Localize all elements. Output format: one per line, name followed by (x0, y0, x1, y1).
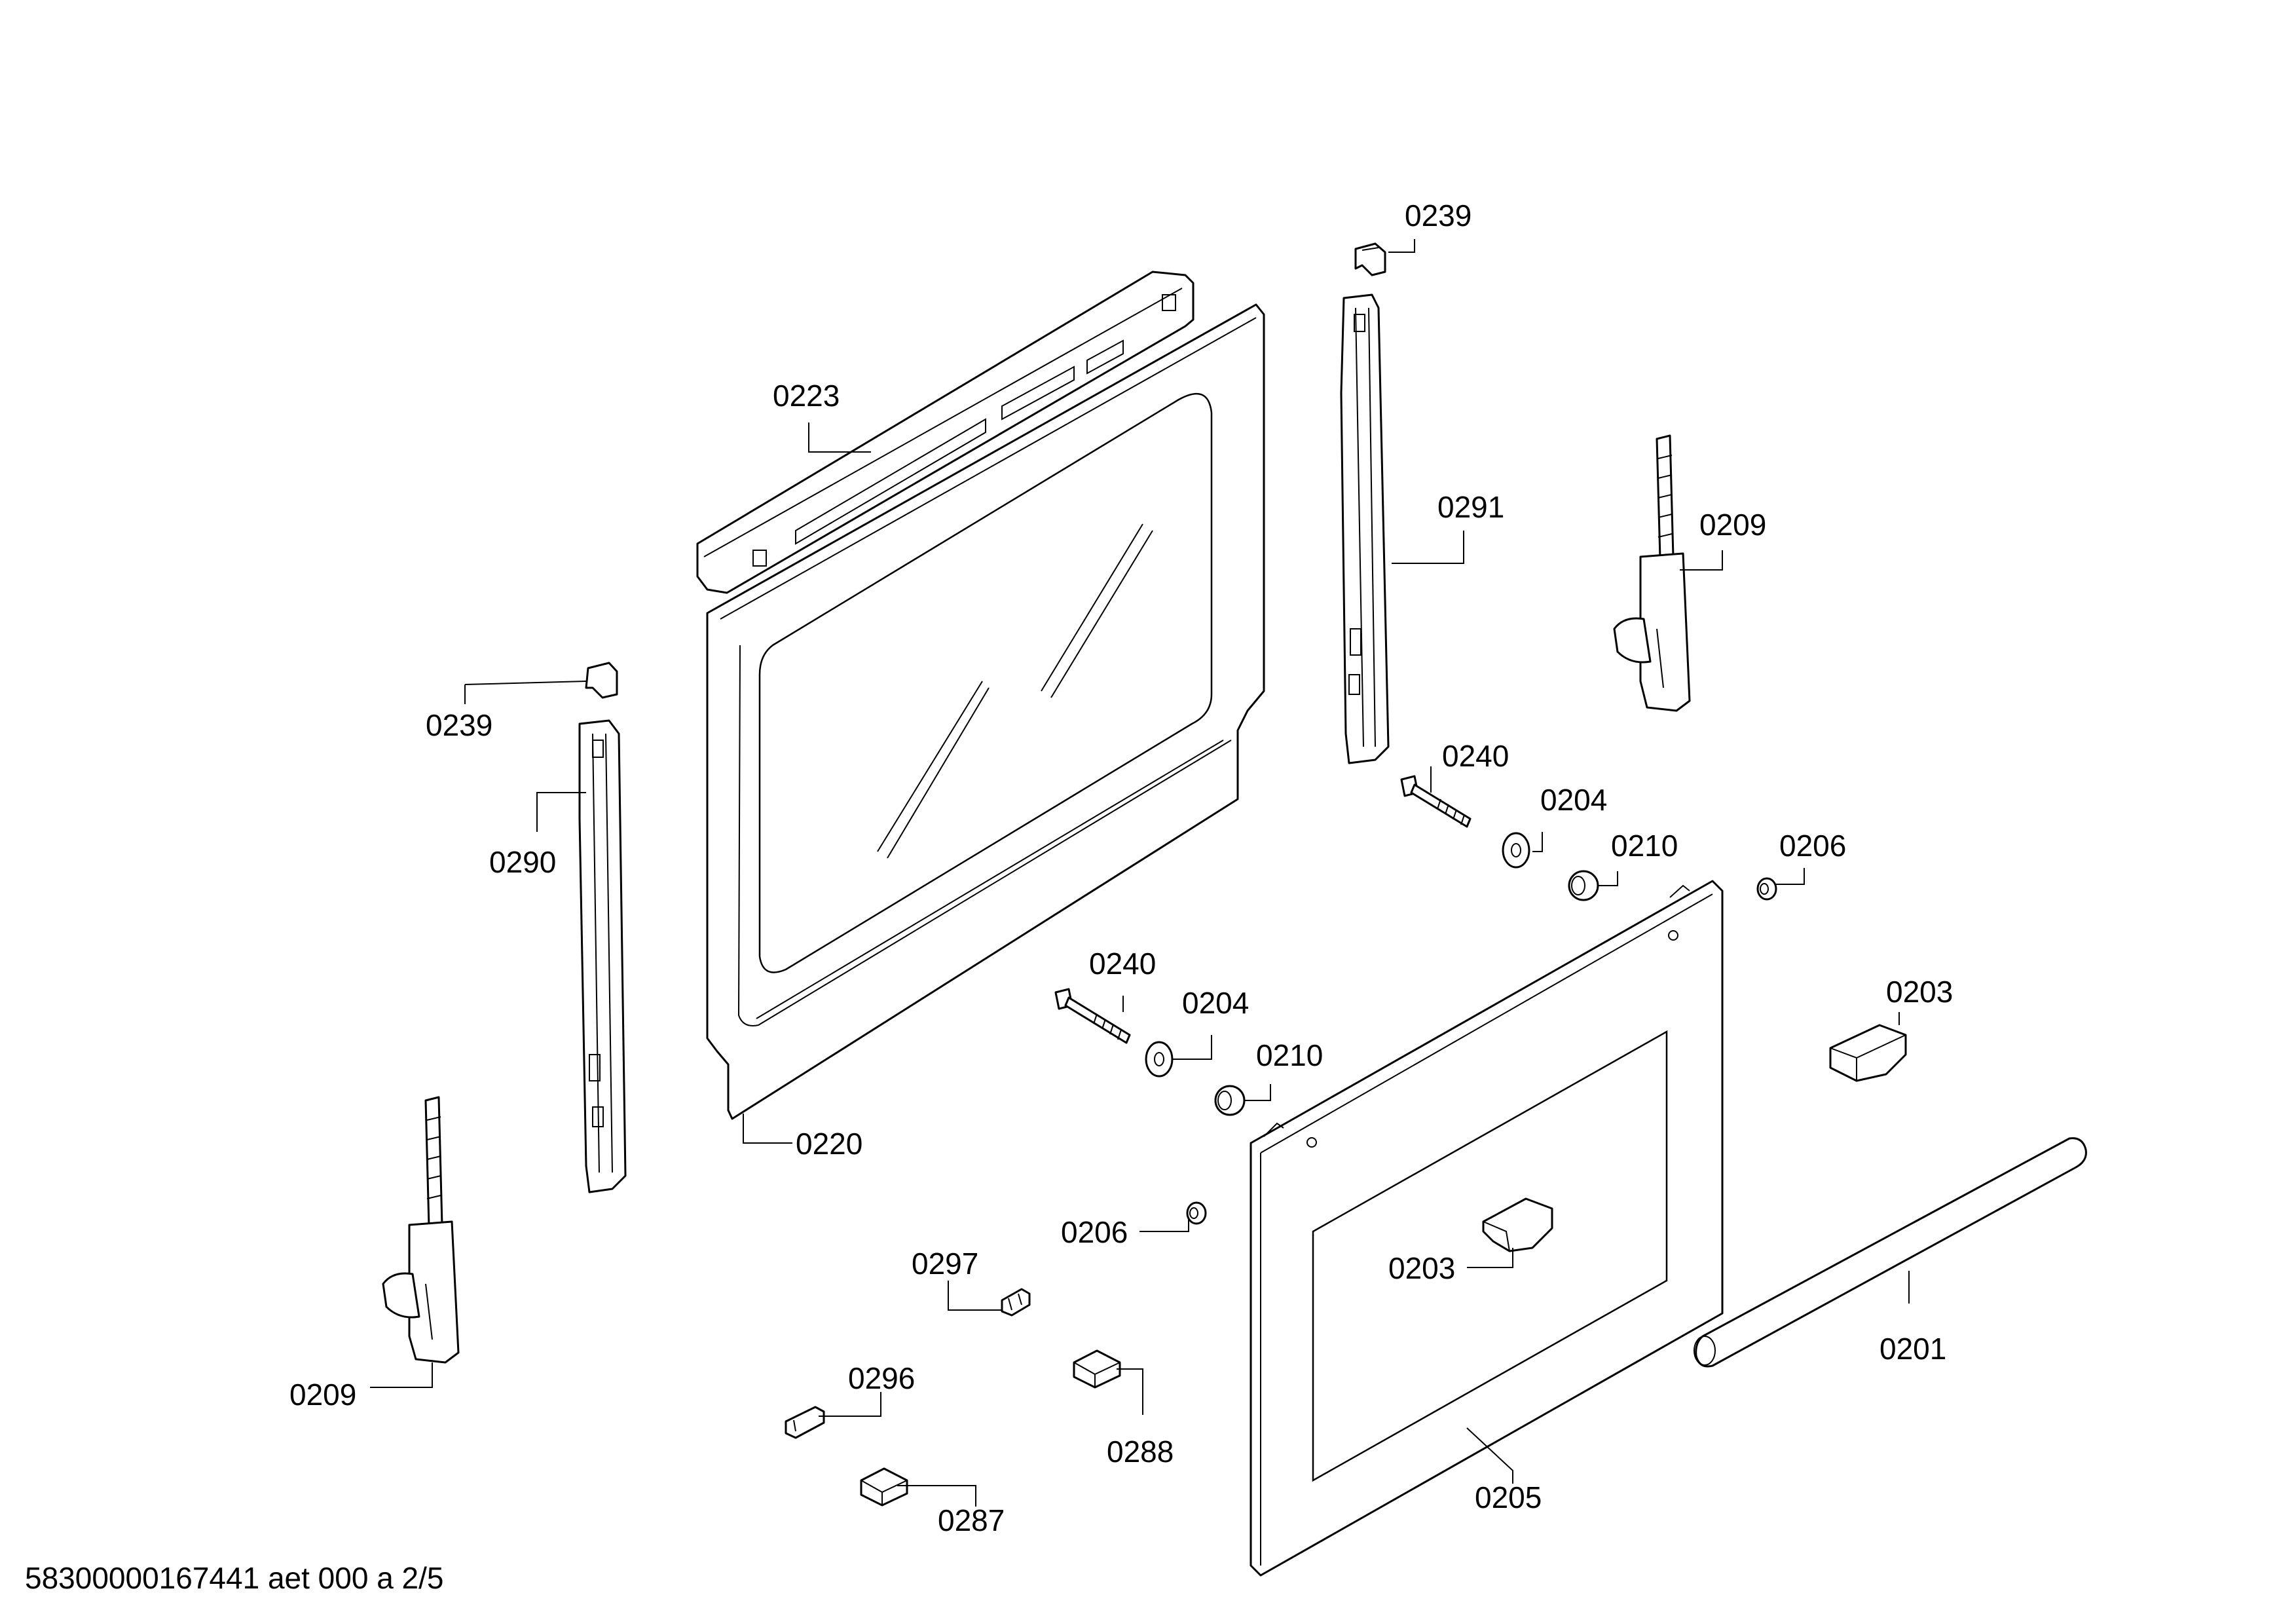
side-rail-0291 (1340, 293, 1390, 764)
screw-0240-right (1400, 775, 1472, 828)
clip-0296 (785, 1406, 825, 1439)
label-0210-mid: 0210 (1256, 1038, 1323, 1072)
label-0290: 0290 (489, 845, 556, 879)
label-0209-left: 0209 (289, 1378, 356, 1412)
label-0296: 0296 (848, 1361, 915, 1395)
label-0206-mid: 0206 (1061, 1215, 1128, 1249)
label-0203-door: 0203 (1388, 1251, 1455, 1285)
document-id-footer: 58300000167441 aet 000 a 2/5 (25, 1561, 444, 1595)
spacer-0210-right (1568, 870, 1599, 901)
inner-door-panel-0220 (706, 303, 1265, 1120)
label-0239-top: 0239 (1405, 198, 1472, 233)
label-0210-right: 0210 (1611, 829, 1678, 863)
callout-labels: 0239 0223 0291 0209 0239 0290 0240 0204 … (289, 198, 1953, 1537)
leader-lines (370, 239, 1910, 1507)
label-0204-mid: 0204 (1182, 986, 1249, 1020)
handle-bar-0201 (1694, 1137, 2087, 1368)
bracket-0287 (860, 1467, 908, 1507)
label-0240-right: 0240 (1442, 739, 1509, 773)
label-0240-mid: 0240 (1089, 947, 1156, 981)
label-0220: 0220 (796, 1127, 862, 1161)
top-trim-rail-0223 (696, 271, 1194, 594)
handle-mount-0203-door (1482, 1197, 1553, 1252)
clip-0239-top (1354, 242, 1386, 276)
label-0204-right: 0204 (1540, 783, 1607, 817)
hinge-0209-right (1613, 434, 1691, 712)
clip-0239-left (585, 662, 618, 699)
label-0239-left: 0239 (426, 708, 492, 742)
cap-0206-mid (1186, 1201, 1207, 1225)
label-0209-right: 0209 (1699, 508, 1766, 542)
side-rail-0290 (578, 719, 627, 1193)
label-0203-right: 0203 (1886, 975, 1953, 1009)
bracket-0288 (1073, 1349, 1121, 1389)
cap-0206-right (1756, 877, 1777, 901)
label-0291: 0291 (1437, 490, 1504, 524)
label-0223: 0223 (773, 379, 840, 413)
washer-0204-mid (1145, 1041, 1174, 1078)
hinge-0209-left (382, 1096, 460, 1364)
label-0287: 0287 (938, 1503, 1005, 1537)
label-0205: 0205 (1475, 1480, 1542, 1514)
spacer-0210-mid (1214, 1085, 1246, 1116)
label-0297: 0297 (912, 1247, 978, 1281)
label-0206-right: 0206 (1779, 829, 1846, 863)
clip-0297 (1001, 1288, 1031, 1317)
handle-mount-0203-right (1829, 1024, 1907, 1082)
label-0288: 0288 (1107, 1435, 1174, 1469)
label-0201: 0201 (1879, 1332, 1946, 1366)
washer-0204-right (1502, 832, 1530, 869)
screw-0240-mid (1054, 988, 1131, 1044)
